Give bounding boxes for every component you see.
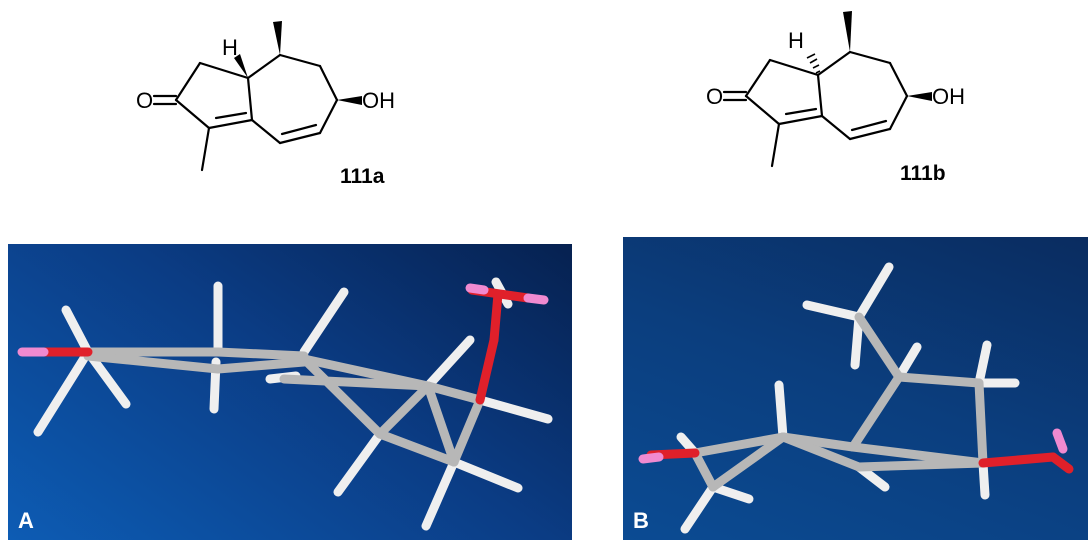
structure-111b: H O OH 111b: [700, 0, 990, 200]
hydroxyl-label: OH: [932, 84, 965, 109]
hydrogen-label: H: [788, 28, 804, 53]
stick-model-b: [638, 262, 1074, 534]
panel-label-a: A: [18, 508, 34, 533]
structure-111a: O OH H 111a: [130, 0, 420, 200]
hydroxyl-label: OH: [362, 88, 395, 113]
model-panel-b: B: [623, 237, 1088, 540]
panel-label-b: B: [633, 508, 649, 533]
hydrogen-label: H: [222, 35, 238, 60]
structure-111b-drawing: H O OH 111b: [706, 11, 965, 185]
model-panel-a: A: [8, 244, 572, 540]
stick-model-a: [17, 277, 553, 531]
structure-111a-drawing: O OH H 111a: [136, 21, 395, 188]
ketone-oxygen-label: O: [706, 84, 723, 109]
compound-label-111b: 111b: [900, 162, 946, 185]
ketone-oxygen-label: O: [136, 88, 153, 113]
compound-label-111a: 111a: [340, 165, 385, 188]
